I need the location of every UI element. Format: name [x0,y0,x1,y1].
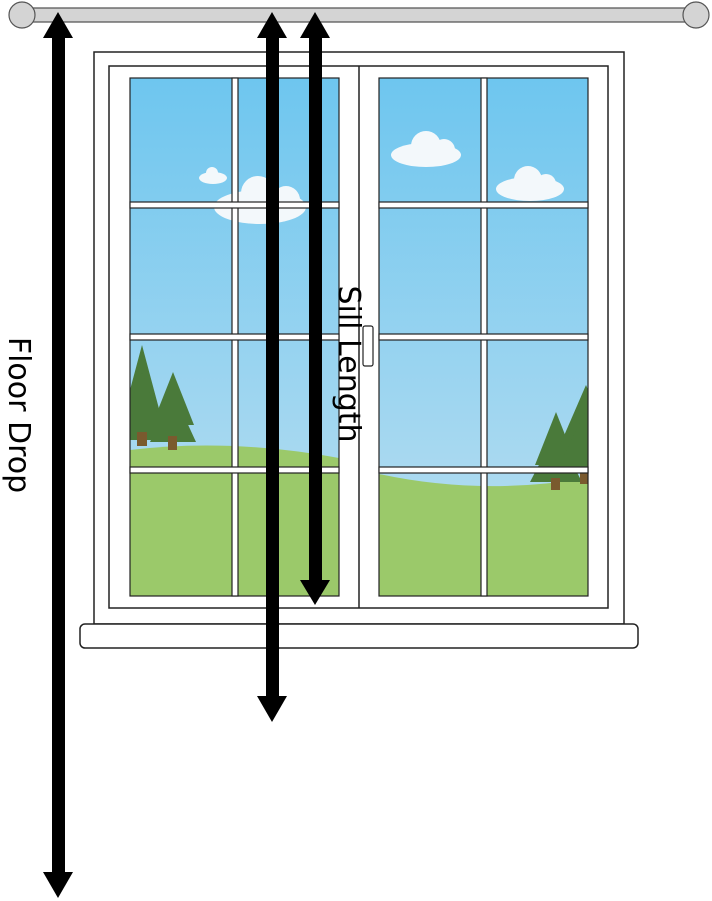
curtain-rod [8,1,710,29]
sill-length-label: Sill Length [331,285,366,443]
window-glazing-bars [129,77,589,597]
floor-drop-arrow [43,12,73,898]
floor-drop-label: Floor Drop [1,336,36,494]
cloud-icon [391,131,564,201]
rod-finial-left [8,1,36,29]
sill-length-arrow [300,12,330,605]
window-sill [79,623,639,649]
rod-finial-right [682,1,710,29]
sill-below-arrow [257,12,287,722]
window-handle-icon [362,325,374,367]
tree-icon [130,345,196,450]
